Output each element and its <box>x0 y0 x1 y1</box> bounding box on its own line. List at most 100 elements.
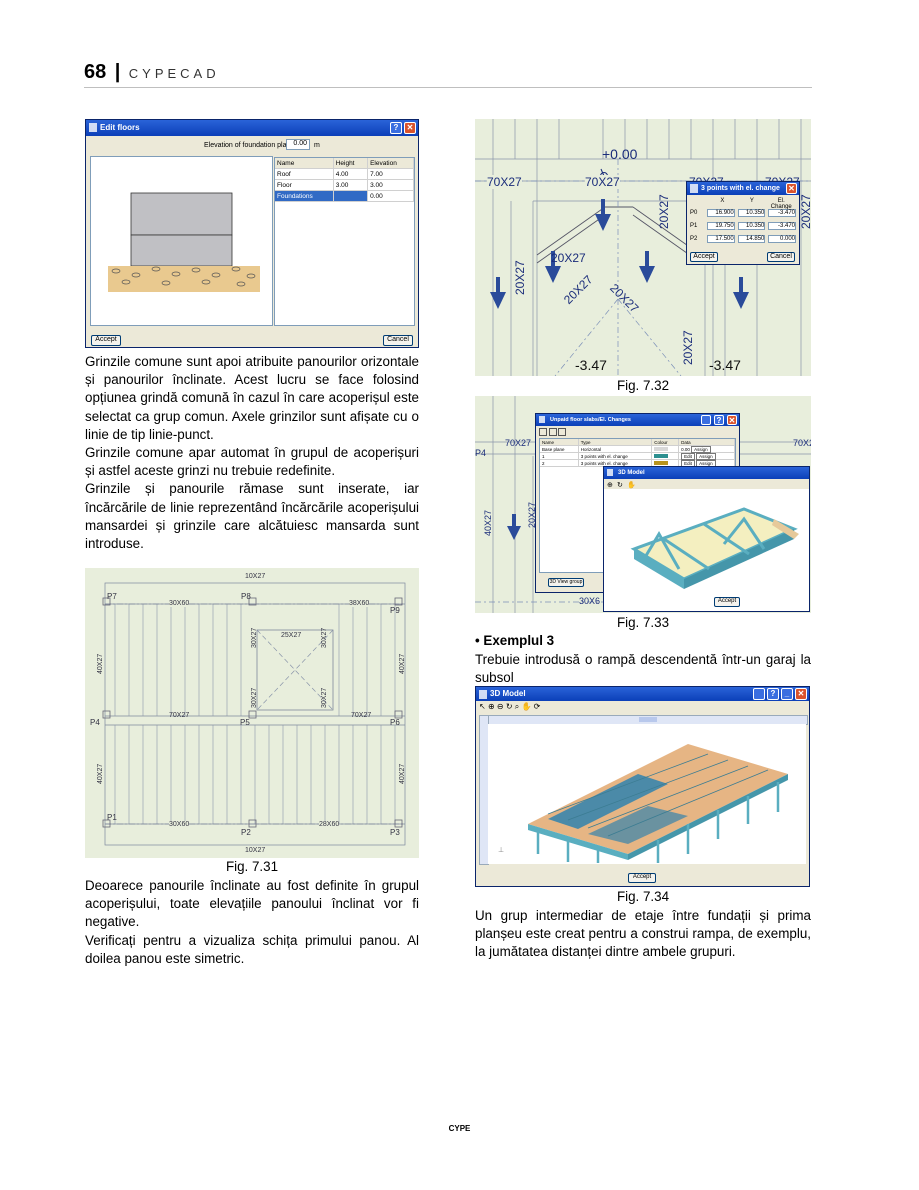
assign-button[interactable]: Assign <box>691 445 711 453</box>
el-change-input[interactable]: -3.470 <box>768 221 797 230</box>
x-input[interactable]: 19.750 <box>707 221 735 230</box>
cell-elevation[interactable]: 7.00 <box>367 168 414 180</box>
accept-button[interactable]: Accept <box>91 335 121 346</box>
rotate-icon[interactable]: ↻ <box>505 702 513 711</box>
zoom-icon[interactable]: ⊕ <box>607 482 613 489</box>
close-button[interactable]: ✕ <box>404 122 416 134</box>
view-group-button[interactable]: 3D View group <box>548 578 584 587</box>
col-header[interactable]: Type <box>578 439 653 446</box>
col-name-header[interactable]: Name <box>275 158 334 169</box>
cancel-button[interactable]: Cancel <box>383 335 413 346</box>
copy-icon[interactable] <box>558 428 567 436</box>
add-icon[interactable] <box>539 428 547 436</box>
beam-label: 30X27 <box>321 627 328 648</box>
cell-data[interactable]: 0.00 Assign <box>678 445 735 453</box>
assign-button[interactable]: Assign <box>696 459 716 467</box>
dialog-title: Unpaid floor slabs/El. Changes <box>550 417 631 423</box>
page-header: 68 | CYPECAD <box>84 61 220 84</box>
cell-name[interactable]: 1 <box>540 452 579 460</box>
model-toolbar: ⊕ ↻ ✋ <box>604 479 809 489</box>
points-table: X Y El. Change P0 16.900 10.350 -3.470 P… <box>690 198 797 245</box>
refresh-icon[interactable]: ⟳ <box>533 702 541 711</box>
y-input[interactable]: 10.350 <box>737 221 766 230</box>
cell-height[interactable] <box>333 190 369 202</box>
cell-type[interactable]: 3 points with el. change <box>578 452 653 460</box>
y-input[interactable]: 10.350 <box>737 208 766 217</box>
zoom-out-icon[interactable]: ⊖ <box>496 702 504 711</box>
column-label: P5 <box>240 718 250 727</box>
window-tool-icon[interactable] <box>701 415 711 425</box>
y-input[interactable]: 14.850 <box>737 234 766 243</box>
help-button[interactable]: ? <box>390 122 402 134</box>
elevation-input[interactable]: 0.00 <box>286 139 310 150</box>
edit-button[interactable]: Edit <box>681 459 695 467</box>
cell-name[interactable]: Foundations <box>275 190 334 202</box>
dialog-title-bar: 3 points with el. change ✕ <box>687 182 799 195</box>
slope-plan-figure: +0.00 70X27 70X27 70X27 70X27 20X27 20X2… <box>475 119 811 376</box>
beam-label: 70X27 <box>169 712 190 719</box>
beam-label: 10X27 <box>245 573 266 580</box>
table-row: P0 16.900 10.350 -3.470 <box>690 206 797 219</box>
edit-button[interactable]: Edit <box>681 452 695 460</box>
el-change-input[interactable]: 0.000 <box>768 234 797 243</box>
accept-button[interactable]: Accept <box>628 873 656 883</box>
beam-label: 30X60 <box>169 821 190 828</box>
close-button[interactable]: ✕ <box>786 183 797 194</box>
building-sketch <box>108 192 260 292</box>
cancel-button[interactable]: Cancel <box>767 252 795 262</box>
table-row[interactable]: Floor 3.00 3.00 <box>275 179 414 191</box>
pan-icon[interactable]: ✋ <box>521 702 532 711</box>
rotate-icon[interactable]: ↻ <box>617 482 623 489</box>
beam-label: 20X27 <box>657 194 671 229</box>
col-header[interactable]: Data <box>678 439 735 446</box>
scroll-thumb[interactable] <box>639 717 657 722</box>
dialog-title: 3 points with el. change <box>701 185 780 192</box>
beam-label: 20X27 <box>551 251 586 265</box>
dialog-title: 3D Model <box>618 470 645 476</box>
cell-name[interactable]: 2 <box>540 459 579 467</box>
paragraph: Grinzile comune sunt apoi atribuite pano… <box>85 354 419 442</box>
table-row[interactable]: Roof 4.00 7.00 <box>275 168 414 180</box>
cell-height[interactable]: 4.00 <box>333 168 369 180</box>
pan-icon[interactable]: ✋ <box>627 482 636 489</box>
table-row[interactable]: Base plane Horizontal 0.00 Assign <box>540 445 735 453</box>
col-header[interactable]: Name <box>540 439 579 446</box>
cell-elevation[interactable]: 3.00 <box>367 179 414 191</box>
cell-name[interactable]: Floor <box>275 179 334 191</box>
3d-viewport[interactable]: ⊥ <box>488 724 806 864</box>
table-row-selected[interactable]: Foundations 0.00 <box>275 190 414 202</box>
cell-elevation[interactable]: 0.00 <box>367 190 414 202</box>
paragraph: Grinzile și panourile rămase sunt insera… <box>85 481 419 552</box>
cell-colour[interactable] <box>651 445 680 453</box>
col-height-header[interactable]: Height <box>333 158 369 169</box>
accept-button[interactable]: Accept <box>690 252 718 262</box>
window-tool-icon[interactable] <box>753 688 765 700</box>
floor-plan-figure: 10X27 P7 P8 P9 30X60 38X60 25X27 30X27 3… <box>85 568 419 858</box>
minimize-button[interactable]: _ <box>781 688 793 700</box>
colour-swatch <box>654 460 669 465</box>
col-header[interactable]: Colour <box>651 439 680 446</box>
close-button[interactable]: ✕ <box>795 688 807 700</box>
beam-label: 30X27 <box>321 687 328 708</box>
cell-data[interactable]: Edit Assign <box>678 452 735 460</box>
zoom-icon[interactable]: ⊕ <box>487 702 495 711</box>
col-elevation-header[interactable]: Elevation <box>367 158 414 169</box>
x-input[interactable]: 17.500 <box>707 234 735 243</box>
search-icon[interactable]: ⌕ <box>514 702 520 711</box>
delete-icon[interactable] <box>548 428 557 436</box>
x-input[interactable]: 16.900 <box>707 208 735 217</box>
cell-height[interactable]: 3.00 <box>333 179 369 191</box>
assign-button[interactable]: Assign <box>696 452 716 460</box>
help-button[interactable]: ? <box>714 415 724 425</box>
accept-button[interactable]: Accept <box>714 597 740 607</box>
cell-name[interactable]: Roof <box>275 168 334 180</box>
table-row[interactable]: 1 3 points with el. change Edit Assign <box>540 452 735 460</box>
cell-type[interactable]: Horizontal <box>578 445 653 453</box>
help-button[interactable]: ? <box>767 688 779 700</box>
select-icon[interactable]: ↖ <box>479 702 486 711</box>
el-change-input[interactable]: -3.470 <box>768 208 797 217</box>
cell-colour[interactable] <box>651 452 680 460</box>
cell-name[interactable]: Base plane <box>540 445 579 453</box>
beam-label: 28X60 <box>319 821 340 828</box>
close-button[interactable]: ✕ <box>727 415 737 425</box>
